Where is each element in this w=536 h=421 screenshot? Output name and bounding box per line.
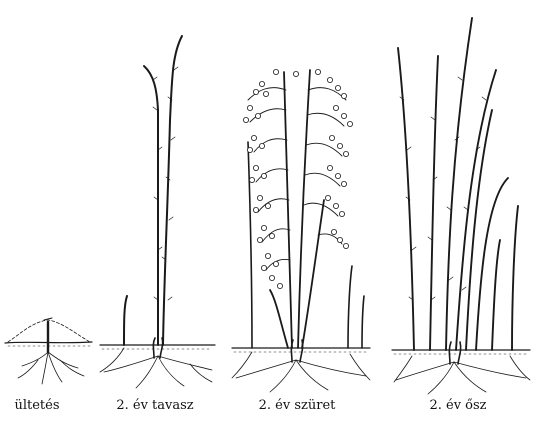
caption-second-year-autumn: 2. év ősz	[429, 398, 486, 413]
roots	[18, 352, 84, 384]
berry-clusters	[243, 69, 352, 288]
autumn-panel	[392, 18, 530, 394]
cane-thorns	[400, 77, 486, 300]
roots	[394, 356, 530, 394]
spring-panel	[100, 36, 215, 388]
caption-second-year-spring: 2. év tavasz	[116, 398, 193, 413]
planting-panel	[5, 318, 92, 384]
old-stub	[449, 342, 460, 364]
harvest-panel	[232, 69, 370, 392]
tall-canes	[398, 18, 518, 350]
laterals	[248, 88, 346, 270]
caption-planting: ültetés	[14, 398, 59, 413]
new-canes	[124, 36, 182, 345]
old-stub	[291, 340, 302, 362]
fruiting-canes	[270, 70, 324, 348]
caption-second-year-harvest: 2. év szüret	[259, 398, 336, 413]
roots	[100, 348, 212, 388]
